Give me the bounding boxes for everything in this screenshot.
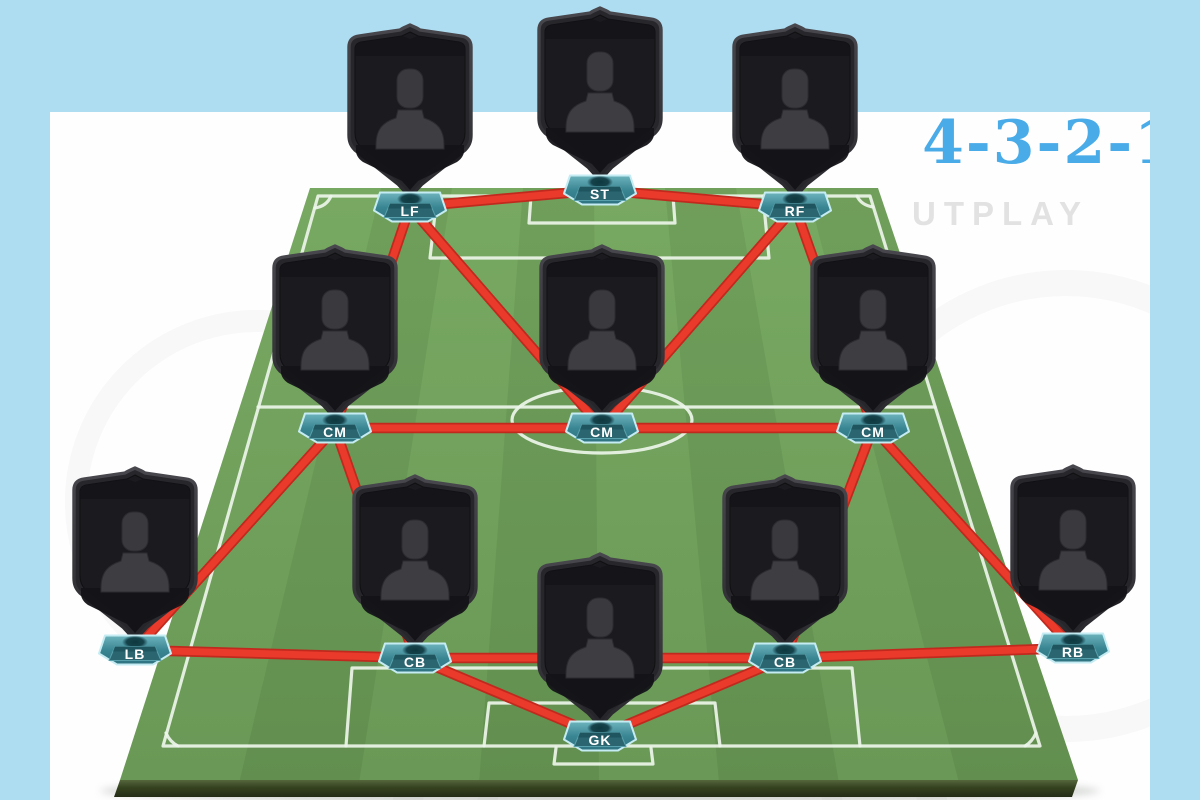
formation-title: 4-3-2-1	[922, 112, 1150, 178]
utplay-watermark: UTPLAY	[912, 195, 1089, 232]
position-badges: LF ST RF CM CM CM LB CB CB RB GK	[98, 174, 1110, 752]
position-badge-lb[interactable]: LB	[98, 634, 172, 666]
position-badge-st[interactable]: ST	[563, 174, 637, 206]
player-card-lf[interactable]	[347, 23, 473, 199]
position-label: ST	[590, 186, 610, 202]
position-label: CB	[404, 654, 426, 670]
corner-arc-bottom-right	[1023, 731, 1038, 748]
position-label: RB	[1062, 644, 1084, 660]
position-badge-rf[interactable]: RF	[758, 191, 832, 223]
player-card-rb[interactable]	[1010, 464, 1136, 640]
pitch-stripe	[239, 188, 452, 780]
position-label: GK	[589, 732, 612, 748]
position-badge-cb1[interactable]: CB	[378, 642, 452, 674]
pitch-thickness-edge	[114, 780, 1078, 797]
corner-arc-top-right	[855, 194, 875, 209]
top-goal-box	[527, 194, 677, 225]
position-label: RF	[785, 203, 806, 219]
corner-arc-top-left	[313, 194, 333, 210]
position-badge-cm1[interactable]: CM	[298, 412, 372, 444]
position-label: CM	[590, 424, 614, 440]
position-badge-gk[interactable]: GK	[563, 720, 637, 752]
position-badge-cm3[interactable]: CM	[836, 412, 910, 444]
corner-arc-bottom-left	[164, 731, 180, 748]
connection-cb2-rb	[781, 644, 1077, 662]
position-label: LF	[400, 203, 419, 219]
player-card-rf[interactable]	[732, 23, 858, 199]
position-label: CB	[774, 654, 796, 670]
bottom-goal	[552, 746, 655, 766]
position-badge-cm2[interactable]: CM	[565, 412, 639, 444]
position-badge-lf[interactable]: LF	[373, 191, 447, 223]
connection-lb-cb1	[131, 646, 419, 662]
position-label: CM	[861, 424, 885, 440]
connection-cm1-lb	[131, 424, 339, 654]
connection-cm3-rb	[869, 424, 1077, 652]
position-label: CM	[323, 424, 347, 440]
position-label: LB	[125, 646, 146, 662]
player-card-st[interactable]	[537, 6, 663, 182]
position-badge-rb[interactable]: RB	[1036, 632, 1110, 664]
position-badge-cb2[interactable]: CB	[748, 642, 822, 674]
